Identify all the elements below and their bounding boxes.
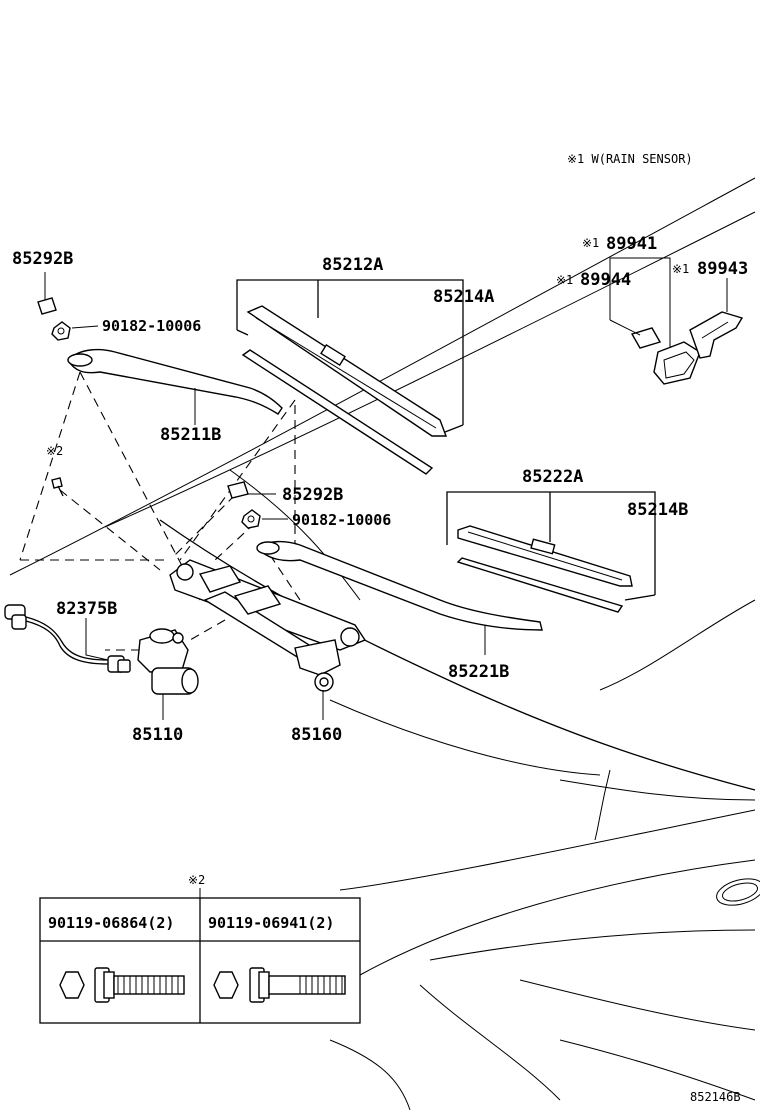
- label-ref1-b: ※1: [556, 273, 573, 287]
- dashed-leaders: [19, 371, 301, 651]
- label-90182-mid: 90182-10006: [292, 511, 391, 529]
- bolt-ref2-small: [51, 477, 64, 497]
- label-ref2-table: ※2: [188, 873, 205, 887]
- label-85214B: 85214B: [627, 500, 688, 520]
- wiper-linkage-85160: [169, 559, 367, 692]
- label-90182-top: 90182-10006: [102, 317, 201, 335]
- bolt-col2-label: 90119-06941(2): [208, 914, 334, 932]
- nut-90182-mid: [241, 509, 261, 529]
- label-ref1-c: ※1: [672, 262, 689, 276]
- wire-harness-82375B: [4, 604, 131, 673]
- rain-sensor-89944: [630, 327, 662, 349]
- rain-sensor-note: ※1 W(RAIN SENSOR): [567, 152, 693, 166]
- leader-lines: [44, 257, 728, 1020]
- wiper-blade-85222A: [456, 525, 633, 613]
- label-85110: 85110: [132, 725, 183, 745]
- label-85221B: 85221B: [448, 662, 509, 682]
- label-ref2-small: ※2: [46, 444, 63, 458]
- bolt-col1-label: 90119-06864(2): [48, 914, 174, 932]
- rain-sensor-89941: [653, 341, 701, 385]
- cap-85292B-top: [37, 297, 57, 315]
- wiper-motor-85110: [137, 628, 199, 695]
- label-85222A: 85222A: [522, 467, 583, 487]
- label-82375B: 82375B: [56, 599, 117, 619]
- label-85212A: 85212A: [322, 255, 383, 275]
- wiper-arm-85221B: [256, 540, 543, 631]
- diagram-id: 852146B: [690, 1090, 741, 1104]
- label-85292B-top: 85292B: [12, 249, 73, 269]
- vehicle-outline: [9, 177, 760, 1111]
- label-89943: 89943: [697, 259, 748, 279]
- rain-sensor-cover-89943: [689, 311, 744, 359]
- bolt-table: [39, 897, 361, 1024]
- label-85214A: 85214A: [433, 287, 494, 307]
- label-85211B: 85211B: [160, 425, 221, 445]
- label-89941: 89941: [606, 234, 657, 254]
- label-ref1-a: ※1: [582, 236, 599, 250]
- label-89944: 89944: [580, 270, 631, 290]
- label-85292B-mid: 85292B: [282, 485, 343, 505]
- wiper-blade-85212A: [241, 305, 448, 475]
- wiper-arm-85211B: [67, 348, 283, 415]
- label-85160: 85160: [291, 725, 342, 745]
- cap-85292B-mid: [227, 481, 249, 499]
- nut-90182-top: [51, 321, 71, 341]
